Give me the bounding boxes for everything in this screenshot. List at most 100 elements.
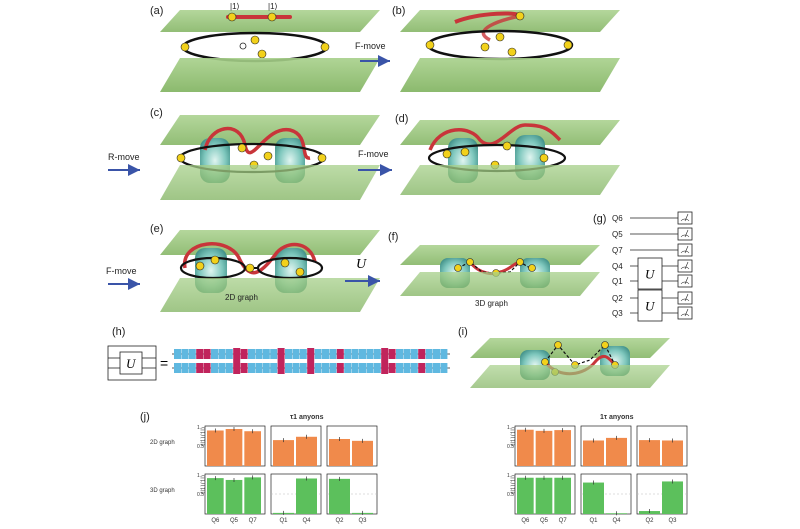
panel-a-label: (a) — [150, 5, 163, 17]
qubit-label-q3: Q3 — [612, 309, 623, 318]
u-gate — [637, 289, 663, 322]
single-qubit-gate — [329, 349, 337, 359]
graph-node — [563, 40, 573, 50]
single-qubit-gate — [262, 349, 270, 359]
panel-e-label: (e) — [150, 223, 163, 235]
top-sheet — [400, 245, 600, 265]
graph-node — [507, 47, 517, 57]
graph-node — [528, 264, 536, 272]
bar — [329, 478, 350, 514]
meter-arc — [680, 313, 690, 317]
top-sheet — [160, 10, 380, 32]
panel-h-label: (h) — [112, 326, 125, 338]
meter-needle — [684, 276, 689, 285]
single-qubit-gate — [255, 349, 263, 359]
panel-i-label: (i) — [458, 326, 468, 338]
graph-node — [541, 358, 549, 366]
single-qubit-gate — [255, 363, 263, 373]
bottom-sheet — [160, 278, 380, 312]
anyon-string — [481, 14, 521, 42]
single-qubit-gate — [351, 349, 359, 359]
single-qubit-gate — [240, 349, 248, 359]
graph-node — [237, 143, 247, 153]
single-qubit-gate — [314, 363, 322, 373]
graph-node — [460, 147, 470, 157]
meter-needle — [684, 293, 689, 302]
single-qubit-gate — [299, 363, 307, 373]
single-qubit-gate — [181, 349, 189, 359]
single-qubit-gate — [410, 363, 418, 373]
single-qubit-gate — [425, 349, 433, 359]
graph-node — [554, 341, 562, 349]
bar — [273, 440, 294, 466]
top-sheet — [160, 115, 380, 145]
anyon-node — [267, 12, 277, 22]
single-qubit-gate — [388, 349, 396, 359]
single-qubit-gate — [225, 363, 233, 373]
single-qubit-gate — [322, 349, 329, 359]
meter-icon — [677, 259, 693, 273]
arrow-d-e: F-move — [106, 266, 140, 290]
two-qubit-gate — [233, 348, 241, 374]
single-qubit-gate — [388, 363, 396, 373]
qubit-label-q6: Q6 — [612, 214, 623, 223]
single-qubit-gate — [440, 349, 448, 359]
y-tick-label: 1 — [507, 425, 510, 431]
single-qubit-gate — [270, 349, 278, 359]
y-axis-label: ⟨|1⟩⟨1|⟩ — [510, 427, 517, 446]
single-qubit-gate — [329, 363, 337, 373]
panel-c: (c) — [150, 107, 380, 200]
single-qubit-gate — [218, 363, 226, 373]
move-label: F-move — [355, 41, 386, 51]
meter-arc — [680, 250, 690, 254]
tick-label: Q6 — [521, 518, 530, 524]
single-qubit-gate — [366, 363, 374, 373]
panel-j-label: (j) — [140, 411, 150, 423]
single-qubit-gate — [218, 349, 226, 359]
graph-node — [502, 141, 512, 151]
single-qubit-gate — [174, 363, 181, 373]
tick-label: Q3 — [359, 518, 368, 524]
graph-node — [601, 341, 609, 349]
meter-needle — [684, 245, 689, 254]
tick-label: Q7 — [559, 518, 568, 524]
graph-node — [195, 261, 205, 271]
graph-node — [280, 258, 290, 268]
arrow-b-c: R-move — [108, 152, 140, 176]
two-qubit-gate — [307, 348, 315, 374]
panel-g-label: (g) — [593, 213, 606, 225]
graph-node — [317, 153, 327, 163]
graph-node — [320, 42, 330, 52]
y-tick-label: 0.5 — [507, 444, 514, 450]
u-gate — [119, 351, 143, 375]
ket-label-1: |1⟩ — [230, 2, 240, 11]
panel-c-label: (c) — [150, 107, 163, 119]
single-qubit-gate — [336, 349, 344, 359]
qubit-label-q2: Q2 — [612, 294, 623, 303]
u-gate-label: U — [126, 356, 137, 371]
anyon-string — [183, 242, 317, 275]
move-label: F-move — [358, 149, 389, 159]
bar — [244, 477, 261, 514]
meter-arc — [680, 266, 690, 270]
bar — [639, 440, 660, 466]
single-qubit-gate — [292, 349, 300, 359]
meter-needle — [684, 229, 689, 238]
single-qubit-gate — [425, 363, 433, 373]
single-qubit-gate — [366, 349, 374, 359]
y-tick-label: 0.5 — [197, 492, 204, 498]
graph-node — [516, 258, 524, 266]
chart-title: 1τ anyons — [600, 414, 634, 421]
meter-icon — [677, 274, 693, 288]
single-qubit-gate — [359, 363, 366, 373]
equals-sign: = — [160, 355, 168, 371]
bar — [535, 430, 553, 466]
tick-label: Q4 — [303, 518, 312, 524]
single-qubit-gate — [418, 349, 426, 359]
single-qubit-gate — [196, 363, 204, 373]
bar — [296, 478, 317, 514]
y-tick-label: 1 — [197, 425, 200, 431]
tick-label: Q2 — [336, 518, 345, 524]
